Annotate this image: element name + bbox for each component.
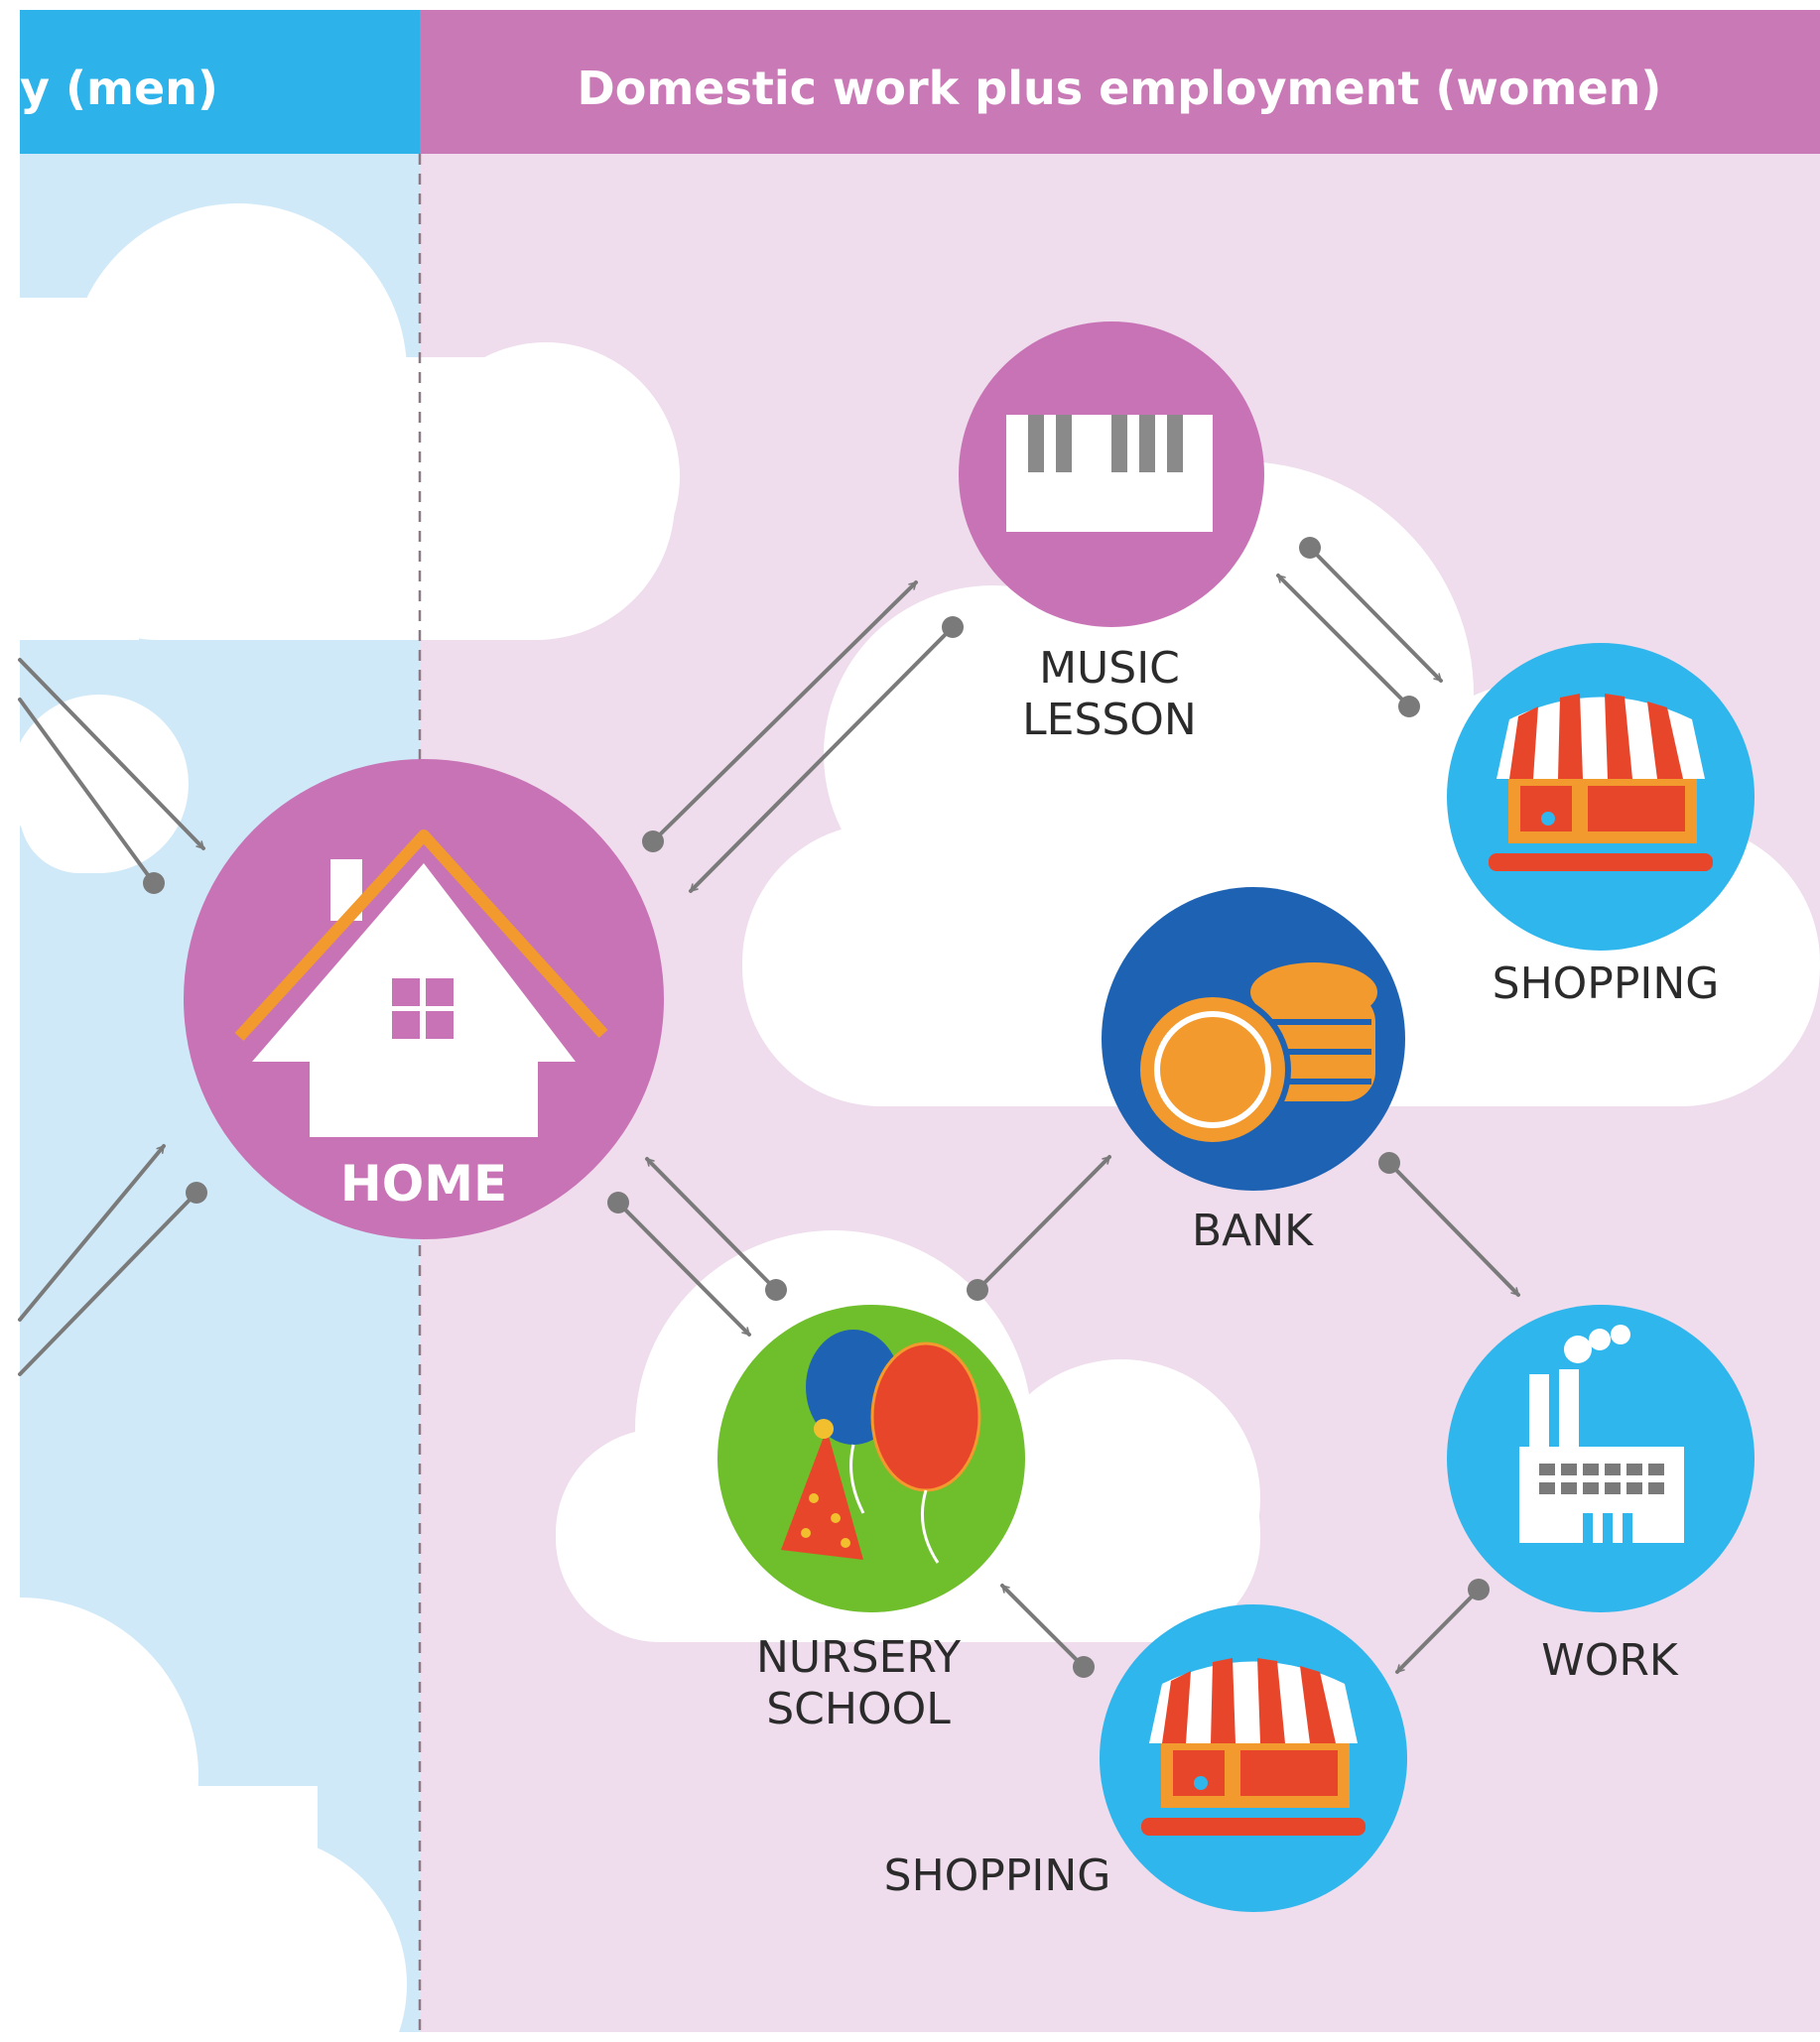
home-node: HOME	[184, 759, 664, 1239]
party-balloons-icon	[781, 1330, 981, 1564]
connector-dot	[607, 1192, 629, 1213]
connector-arrows	[18, 537, 1520, 1678]
connector-dot	[143, 872, 165, 894]
arrow-nursery-to-home	[645, 1157, 778, 1292]
shopping-bottom-label: SHOPPING	[884, 1851, 1111, 1901]
factory-icon	[1519, 1325, 1684, 1543]
work-node: WORK	[1447, 1305, 1755, 1686]
arrow-shopping-to-nursery	[1000, 1584, 1086, 1669]
arrow-shopping-to-music	[1276, 574, 1411, 708]
connector-dot	[1299, 537, 1321, 559]
men-header-label: y (men)	[20, 62, 218, 115]
music-lesson-label-line1: MUSIC	[1039, 643, 1180, 694]
men-header-bar	[20, 10, 420, 154]
nursery-school-label-line1: NURSERY	[756, 1632, 961, 1683]
arrow-music-to-shopping	[1308, 546, 1443, 683]
women-header-label: Domestic work plus employment (women)	[578, 62, 1662, 115]
arrow-music-to-home	[689, 625, 955, 893]
arrow-left-to-home-b	[18, 1144, 166, 1322]
cloud-top-left	[20, 203, 680, 640]
women-header-bar	[420, 10, 1820, 154]
shop-awning-icon	[1489, 694, 1713, 871]
bank-node: BANK	[1102, 887, 1405, 1256]
shopping-top-label: SHOPPING	[1493, 958, 1720, 1009]
connector-dot	[1398, 696, 1420, 717]
shop-awning-icon	[1141, 1658, 1365, 1836]
music-lesson-node: MUSIC LESSON	[959, 321, 1264, 745]
arrow-bank-to-work	[1387, 1161, 1520, 1297]
shopping-top-node: SHOPPING	[1447, 643, 1755, 1009]
arrow-home-to-nursery	[616, 1201, 751, 1337]
connector-dot	[1073, 1656, 1095, 1678]
connector-dot	[967, 1279, 988, 1301]
piano-keys-icon	[1006, 415, 1213, 532]
bank-label: BANK	[1192, 1206, 1314, 1256]
house-icon	[234, 830, 608, 1137]
arrow-home-to-left-b	[18, 1191, 198, 1376]
cloud-bottom-left	[0, 1597, 407, 2042]
connector-dot	[642, 830, 664, 852]
connector-dot	[765, 1279, 787, 1301]
arrow-home-to-music	[651, 580, 918, 843]
arrow-left-to-home-a	[18, 658, 205, 850]
arrow-nursery-to-bank	[975, 1155, 1111, 1292]
shopping-bottom-node: SHOPPING	[884, 1604, 1407, 1912]
arrow-home-to-left-a	[18, 698, 156, 885]
connector-dot	[942, 616, 964, 638]
connector-dot	[186, 1182, 207, 1204]
coins-icon	[1134, 962, 1377, 1148]
arrow-work-to-shopping	[1395, 1588, 1481, 1674]
nursery-school-node: NURSERY SCHOOL	[717, 1305, 1025, 1734]
nursery-school-label-line2: SCHOOL	[766, 1684, 951, 1734]
music-lesson-label-line2: LESSON	[1022, 695, 1197, 745]
home-label: HOME	[340, 1155, 507, 1212]
work-label: WORK	[1541, 1635, 1679, 1686]
connector-dot	[1378, 1152, 1400, 1174]
connector-dot	[1468, 1579, 1490, 1600]
